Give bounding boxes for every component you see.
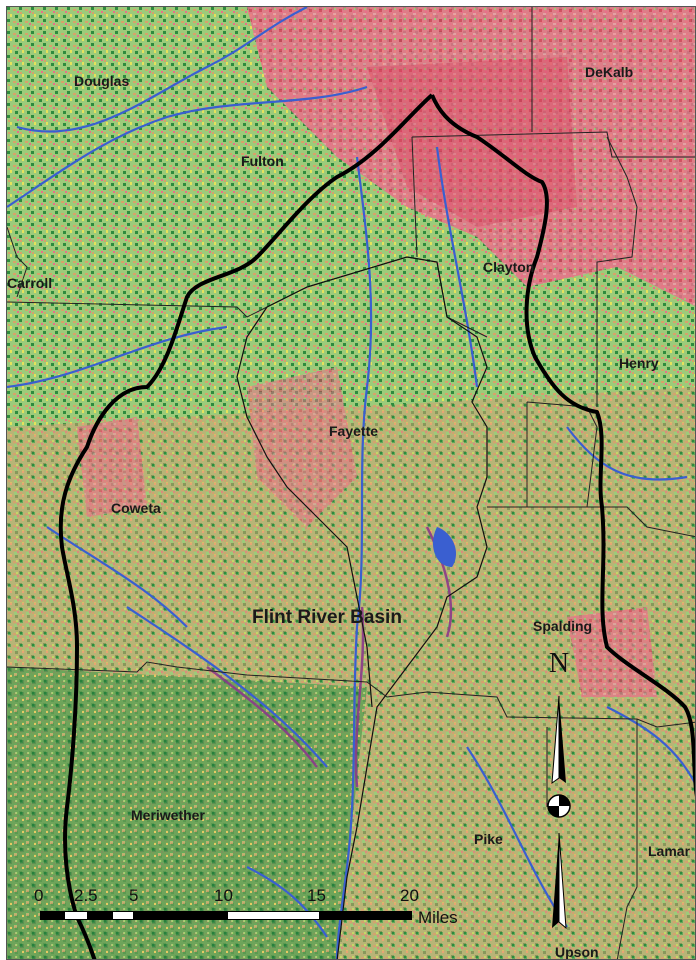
north-letter: N <box>549 648 569 679</box>
county-label-dekalb: DeKalb <box>585 64 634 80</box>
scale-tick-5: 5 <box>129 886 139 905</box>
scale-tick-0: 0 <box>34 886 44 905</box>
scale-bar: 0 2.5 5 10 15 20 Miles <box>34 886 474 931</box>
county-label-carroll: Carroll <box>7 275 53 291</box>
scale-tick-20: 20 <box>400 886 419 905</box>
urban-zone-newnan <box>77 417 147 517</box>
county-label-meriwether: Meriwether <box>131 807 205 823</box>
scale-segment-7 <box>320 911 412 920</box>
scale-segment-2 <box>64 911 88 920</box>
county-label-spalding: Spalding <box>533 618 593 634</box>
land-cover-map[interactable] <box>7 7 696 960</box>
dense-urban-core <box>367 57 577 227</box>
north-arrow: N <box>536 648 582 930</box>
county-label-upson: Upson <box>555 944 599 960</box>
county-label-clayton: Clayton <box>483 259 535 275</box>
subbasin-west-outline <box>236 306 373 708</box>
county-label-coweta: Coweta <box>111 500 161 516</box>
scale-segment-3 <box>88 911 112 920</box>
scale-tick-2-5: 2.5 <box>74 886 98 905</box>
scale-unit: Miles <box>418 908 458 927</box>
chattahoochee-river <box>7 85 368 208</box>
scale-segment-6 <box>227 911 320 920</box>
north-arrow-icon: N <box>547 648 571 930</box>
urban-zone-atlanta <box>247 7 695 306</box>
county-label-douglas: Douglas <box>74 73 130 89</box>
map-frame[interactable]: Douglas DeKalb Fulton Carroll Clayton He… <box>6 6 696 960</box>
basin-label: Flint River Basin <box>252 607 402 628</box>
lake <box>432 527 457 567</box>
fayette-subbasin-outline <box>266 256 488 959</box>
county-label-henry: Henry <box>619 355 659 371</box>
scale-segment-4 <box>112 911 134 920</box>
urban-zone-fayette <box>247 367 357 527</box>
scale-tick-15: 15 <box>307 886 326 905</box>
county-label-lamar: Lamar <box>648 843 691 859</box>
flint-river <box>335 156 373 959</box>
rivers <box>7 7 695 959</box>
county-label-pike: Pike <box>474 831 503 847</box>
county-label-fayette: Fayette <box>329 423 379 439</box>
flint-river-basin-outline <box>58 93 695 959</box>
county-label-fulton: Fulton <box>241 153 284 169</box>
forest-zone <box>7 667 367 959</box>
scale-segment-5 <box>134 911 227 920</box>
scale-segment-1 <box>40 911 64 920</box>
scale-tick-10: 10 <box>214 886 233 905</box>
